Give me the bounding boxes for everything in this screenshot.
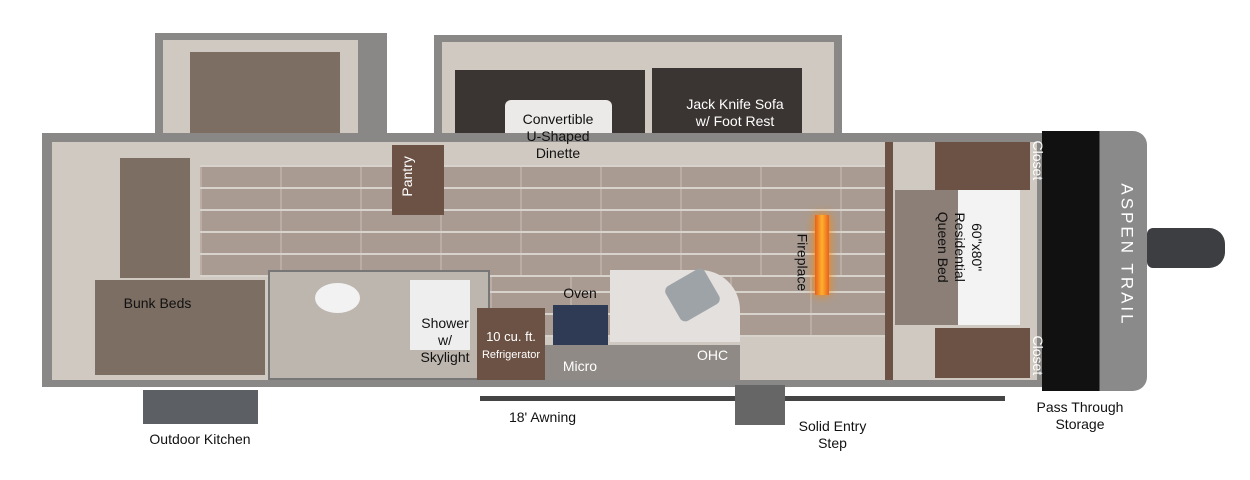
bed-pillows bbox=[958, 190, 1020, 325]
toilet bbox=[315, 283, 360, 313]
front-bunk bbox=[120, 158, 190, 278]
oven-label: Oven bbox=[563, 285, 597, 301]
entry-step bbox=[735, 385, 785, 425]
refrigerator-label: 10 cu. ft.Refrigerator bbox=[481, 329, 541, 361]
closet-top-label: Closet bbox=[1029, 140, 1046, 181]
awning-label: 18' Awning bbox=[508, 409, 577, 425]
shower-stall bbox=[410, 280, 470, 350]
oven-range bbox=[553, 305, 608, 345]
pantry-cabinet bbox=[392, 145, 444, 215]
front-cap bbox=[1042, 131, 1147, 391]
closet-top bbox=[935, 142, 1030, 190]
fireplace-label: Fireplace bbox=[794, 233, 811, 292]
micro-label: Micro bbox=[562, 358, 598, 374]
refrigerator bbox=[477, 308, 545, 380]
outdoor-kitchen bbox=[143, 390, 258, 424]
closet-bottom bbox=[935, 328, 1030, 378]
main-floor-tile bbox=[200, 165, 890, 277]
ohc-label: OHC bbox=[696, 347, 729, 363]
bunk-beds bbox=[95, 280, 265, 375]
pantry-label: Pantry bbox=[399, 156, 416, 197]
outdoor-kitchen-label: Outdoor Kitchen bbox=[149, 431, 251, 447]
fireplace bbox=[815, 215, 829, 295]
slideout-bed bbox=[190, 52, 340, 148]
bunk-beds-label: Bunk Beds bbox=[123, 295, 192, 311]
hitch bbox=[1147, 228, 1225, 268]
kitchen-counter bbox=[545, 345, 740, 380]
closet-bottom-label: Closet bbox=[1029, 335, 1046, 376]
bedroom-wall bbox=[885, 142, 893, 380]
aspen-trail-logo: ASPEN TRAIL bbox=[1117, 183, 1137, 327]
